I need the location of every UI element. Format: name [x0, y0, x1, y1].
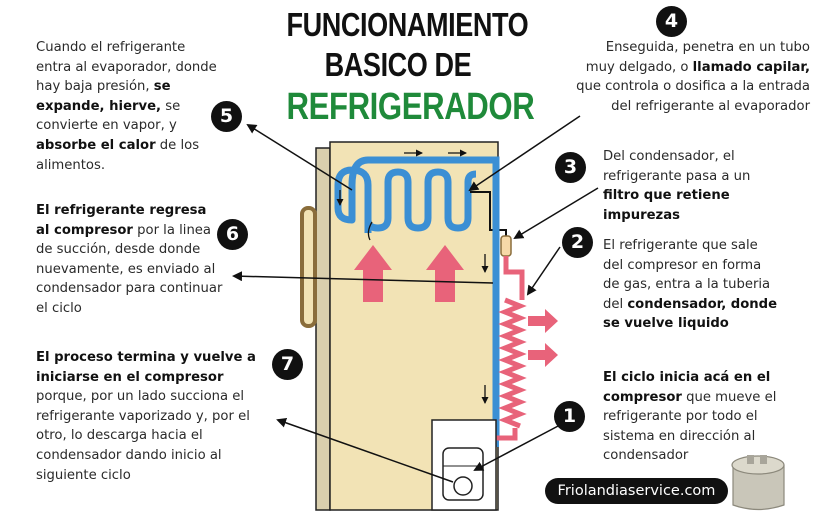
step-text-part: que controla o dosifica a la entrada del… [576, 79, 810, 114]
step-text-part: porque, por un lado succiona el refriger… [36, 389, 250, 483]
step-3-badge: 3 [555, 152, 586, 183]
step-6-text: El refrigerante regresa al compresor por… [36, 201, 224, 319]
heat-out-arrow-top [528, 309, 558, 333]
step-text-part: El proceso termina y vuelve a iniciarse … [36, 350, 256, 385]
callout-arrow-4 [468, 115, 581, 192]
step-1-text: El ciclo inicia acá en el compresor que … [603, 368, 808, 466]
callout-arrow-7 [276, 417, 454, 483]
brand-label[interactable]: Friolandiaservice.com [545, 478, 728, 504]
step-6-badge: 6 [217, 219, 248, 250]
step-text-part: El ciclo inicia acá en el compresor [603, 370, 771, 405]
step-text-part: Enseguida, penetra en un tubo muy delgad… [585, 40, 810, 75]
step-2-text: El refrigerante que sale del compresor e… [603, 236, 778, 334]
step-4-badge: 4 [656, 6, 687, 37]
callout-arrow-6 [232, 271, 494, 284]
compressor-crank [453, 476, 473, 496]
step-7-badge: 7 [272, 349, 303, 380]
step-3-text: Del condensador, el refrigerante pasa a … [603, 147, 765, 225]
heat-out-arrow-bottom [528, 343, 558, 367]
step-text-part: El refrigerante que sale del compresor e… [603, 238, 771, 312]
title-line-1: FUNCIONAMIENTO [286, 6, 529, 43]
step-text-part: Del condensador, el refrigerante pasa a … [603, 149, 751, 184]
step-4-text: Enseguida, penetra en un tubo muy delgad… [574, 38, 810, 116]
step-1-badge: 1 [554, 401, 585, 432]
step-text-part: se convierte en vapor, y [36, 98, 181, 134]
title-line-3: REFRIGERADOR [286, 86, 535, 128]
callout-arrow-3 [513, 187, 599, 240]
filter-drier [500, 235, 512, 257]
callout-arrow-2 [526, 246, 561, 296]
step-text-part: que mueve el refrigerante por todo el si… [603, 389, 777, 464]
title-line-2: BASICO DE [324, 46, 472, 83]
warm-air-arrow-left [354, 245, 392, 302]
warm-air-arrow-right [426, 245, 464, 302]
step-text-part: absorbe el calor [36, 137, 156, 153]
step-text-part: Cuando el refrigerante entra al evaporad… [36, 40, 217, 95]
door-edge [315, 147, 331, 511]
capacitor-illustration [731, 455, 785, 511]
step-7-text: El proceso termina y vuelve a iniciarse … [36, 348, 272, 485]
step-text-part: filtro que retiene impurezas [603, 188, 730, 223]
condenser-coil [498, 256, 527, 429]
step-text-part: se expande, hierve, [36, 79, 171, 114]
step-text-part: llamado capilar, [692, 59, 810, 75]
step-2-badge: 2 [562, 227, 593, 258]
step-5-text: Cuando el refrigerante entra al evaporad… [36, 38, 224, 175]
callout-arrow-1 [473, 424, 561, 471]
step-text-part: condensador, donde se vuelve liquido [603, 296, 778, 332]
step-text-part: por la linea de succión, desde donde nue… [36, 222, 223, 316]
compressor-body [442, 447, 484, 501]
step-text-part: de los alimentos. [36, 137, 200, 173]
step-text-part: El refrigerante regresa al compresor [36, 203, 207, 238]
callout-arrow-5 [246, 123, 353, 191]
door-handle [300, 206, 317, 328]
suction-line [490, 156, 500, 438]
step-5-badge: 5 [211, 101, 242, 132]
